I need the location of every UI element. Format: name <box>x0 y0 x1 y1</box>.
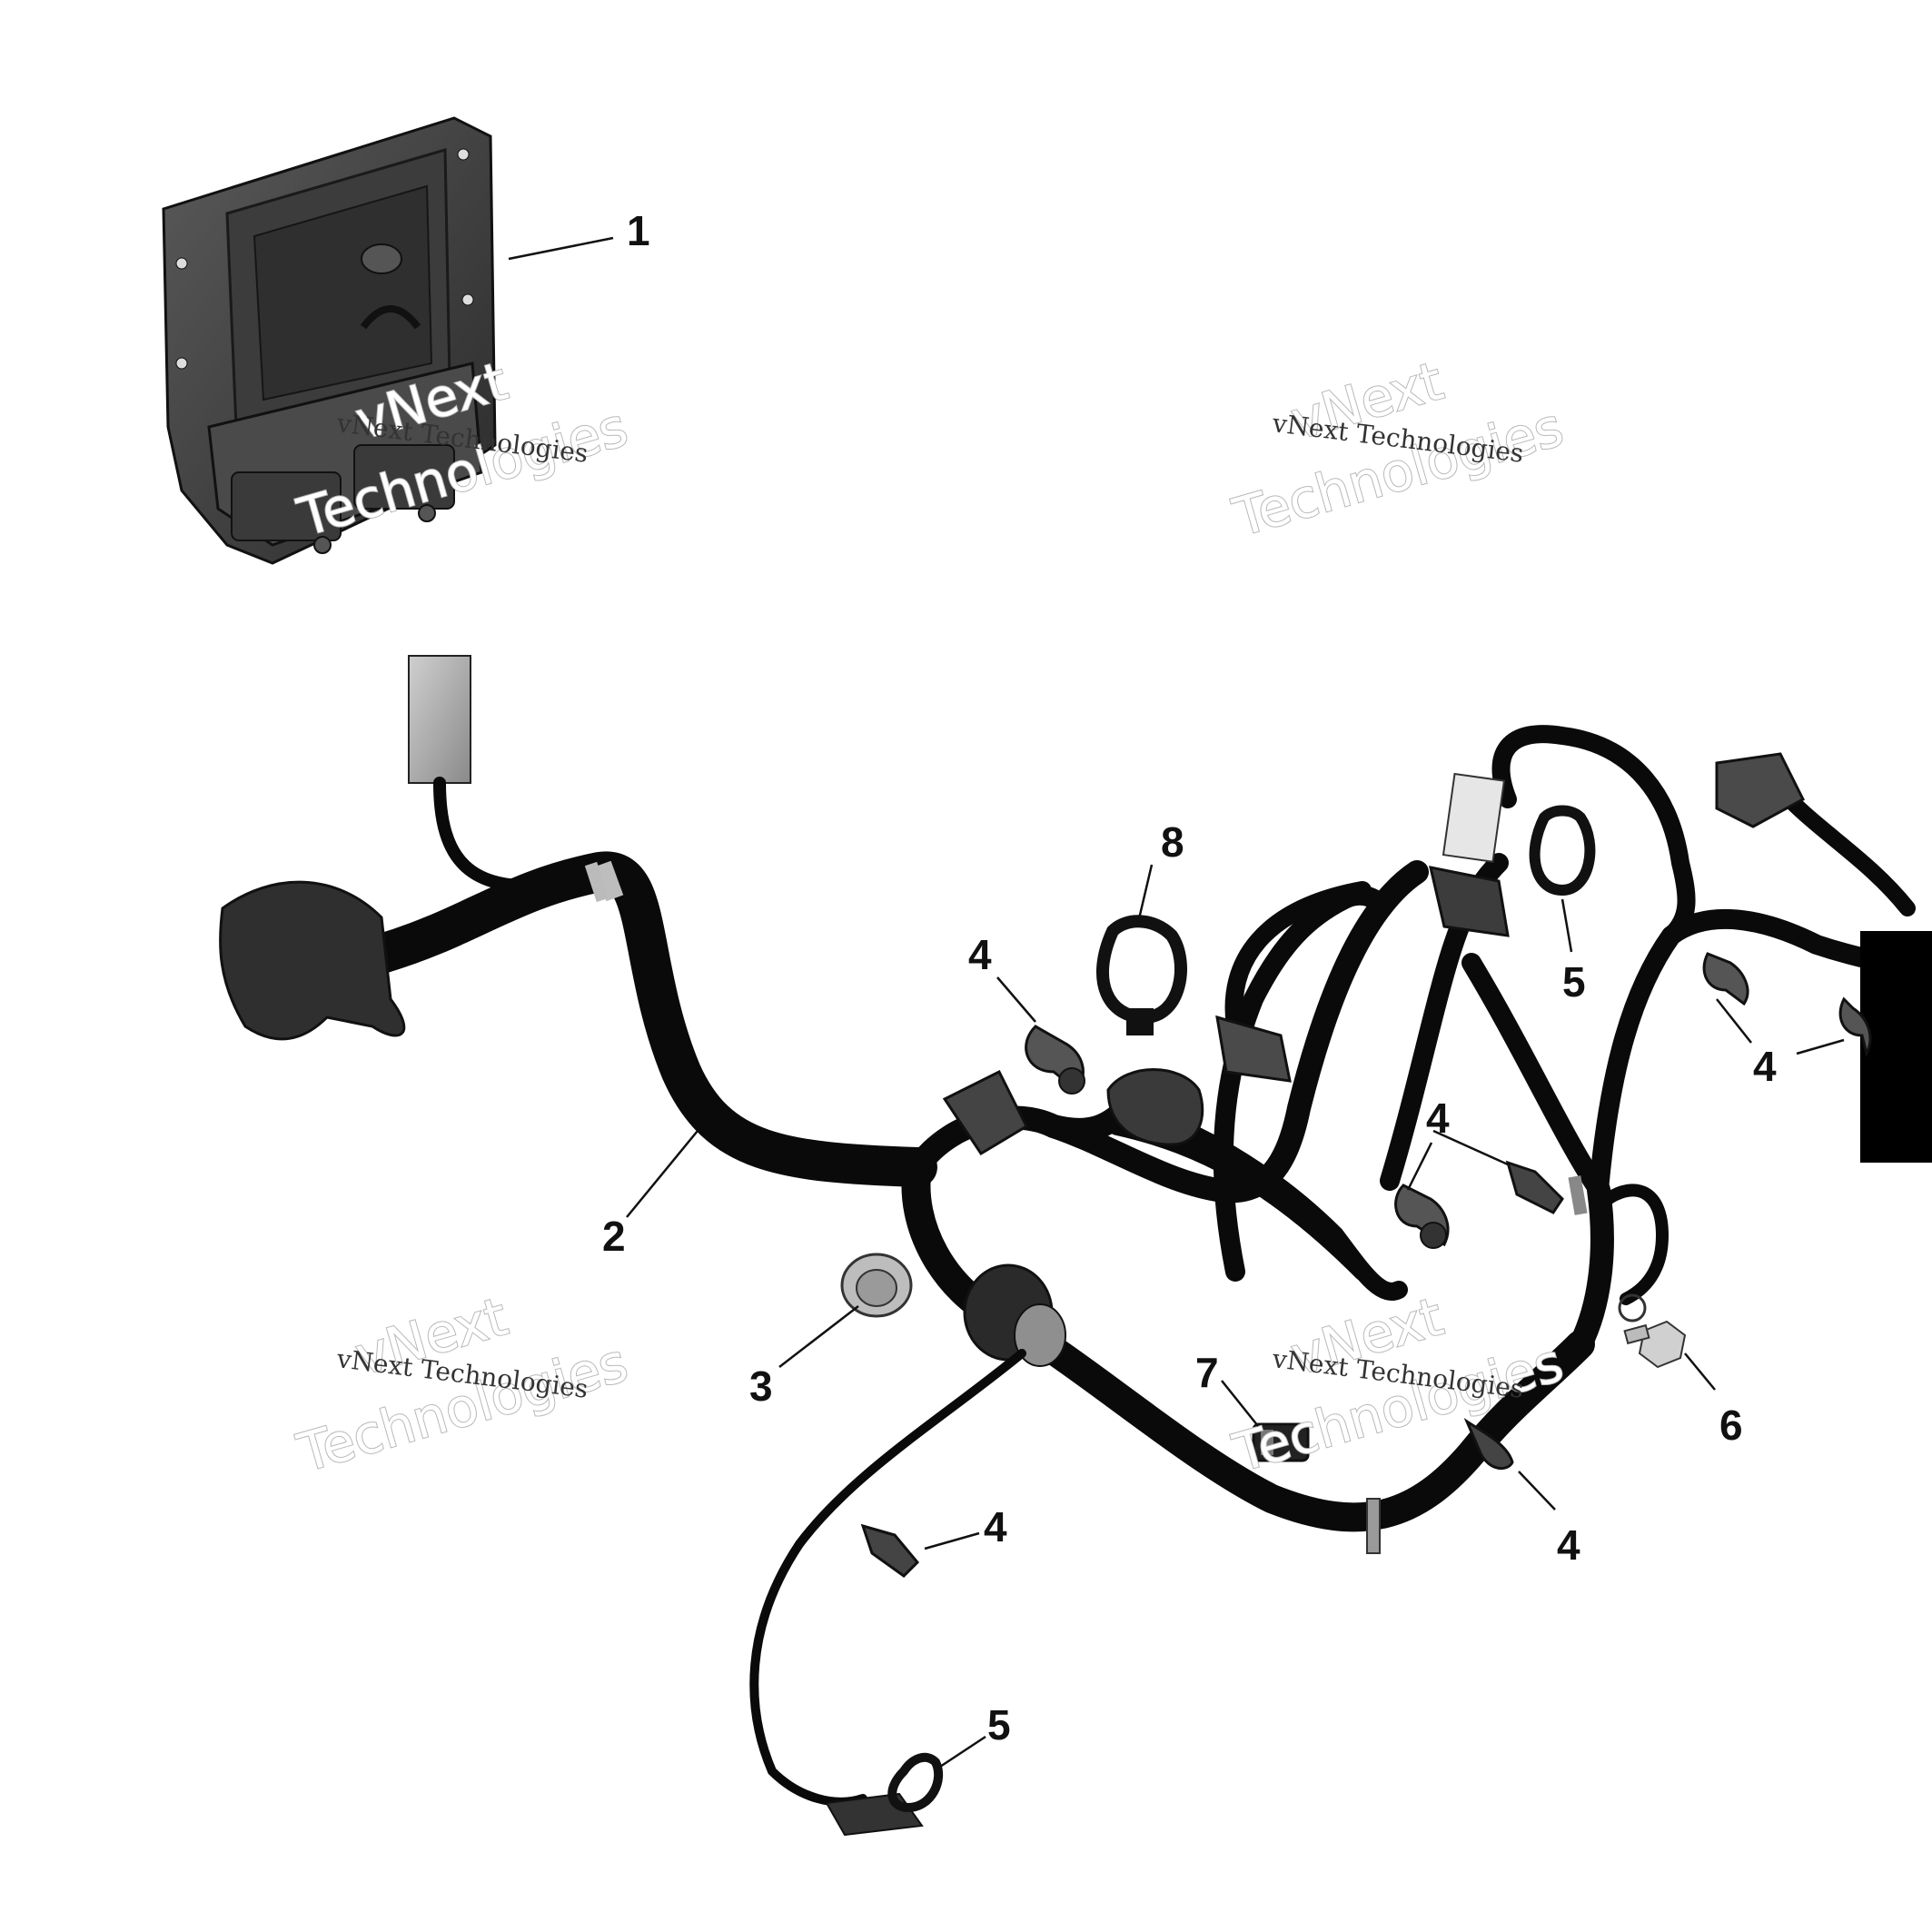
callout-2: 2 <box>602 1213 626 1260</box>
cable-tie-b <box>887 1752 944 1813</box>
right-connector-block <box>1860 931 1932 1163</box>
callout-5: 5 <box>1562 958 1586 1006</box>
cable-tie-a <box>1529 805 1596 897</box>
callout-labels: 1 2 3 4 4 4 4 4 5 5 6 7 8 <box>602 207 1777 1749</box>
callout-4: 4 <box>1426 1095 1450 1142</box>
callout-4: 4 <box>984 1503 1007 1550</box>
harness-clip-c <box>1505 1160 1564 1214</box>
harness-clip-d <box>1702 952 1872 1058</box>
wiring-harness <box>219 655 1932 1837</box>
callout-4: 4 <box>1753 1043 1777 1090</box>
cable-tie-c <box>1095 915 1187 1035</box>
grommet <box>840 1253 913 1318</box>
harness-clip-b <box>1394 1184 1450 1249</box>
callout-3: 3 <box>749 1362 773 1410</box>
bolt <box>1623 1320 1687 1369</box>
harness-clip-e <box>860 1523 920 1578</box>
callout-1: 1 <box>627 207 650 254</box>
callout-4: 4 <box>1557 1521 1580 1569</box>
leader-lines <box>508 236 1845 1768</box>
callout-4: 4 <box>968 931 992 978</box>
callout-7: 7 <box>1195 1349 1219 1396</box>
harness-clip-f <box>1463 1417 1514 1471</box>
relay-box <box>408 655 471 784</box>
callout-5: 5 <box>987 1701 1011 1749</box>
ring-terminal <box>1618 1293 1647 1323</box>
callout-8: 8 <box>1161 818 1184 866</box>
callout-6: 6 <box>1719 1402 1743 1449</box>
harness-clip-a <box>1025 1025 1085 1095</box>
ecu-module <box>162 116 497 565</box>
sleeve-clip <box>1252 1422 1310 1462</box>
main-connector <box>219 880 406 1041</box>
